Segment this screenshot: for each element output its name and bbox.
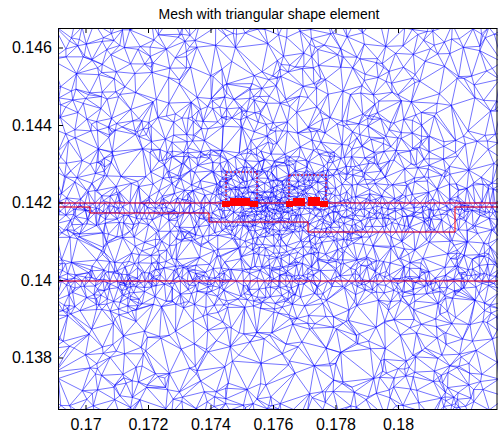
tick-mark (58, 125, 63, 126)
tick-mark (336, 28, 337, 33)
tick-mark (211, 405, 212, 410)
tick-mark (86, 28, 87, 33)
y-tick-label: 0.138 (0, 350, 52, 366)
tick-mark (58, 48, 63, 49)
triangular-mesh (58, 28, 498, 410)
y-tick-label: 0.146 (0, 40, 52, 56)
axes (58, 28, 497, 410)
conductor-block (293, 198, 305, 206)
tick-mark (58, 280, 63, 281)
x-tick-label: 0.174 (176, 417, 246, 433)
dotted-box (289, 175, 326, 205)
boundary-line (58, 280, 498, 281)
conductor-block (230, 198, 250, 206)
x-tick-label: 0.18 (364, 417, 434, 433)
conductor-block (286, 201, 293, 207)
step-outline (58, 207, 498, 232)
tick-mark (86, 405, 87, 410)
tick-mark (58, 203, 63, 204)
y-tick-label: 0.142 (0, 195, 52, 211)
y-tick-label: 0.144 (0, 118, 52, 134)
y-tick-label: 0.14 (0, 273, 52, 289)
axes-box (59, 29, 498, 410)
tick-mark (58, 358, 63, 359)
conductor-block (222, 201, 230, 207)
tick-mark (148, 405, 149, 410)
tick-mark (398, 28, 399, 33)
chart-title: Mesh with triangular shape element (0, 7, 498, 21)
tick-mark (211, 28, 212, 33)
x-tick-label: 0.176 (239, 417, 309, 433)
tick-mark (273, 28, 274, 33)
boundary-line (58, 202, 498, 203)
conductor-block (250, 201, 258, 207)
tick-mark (148, 28, 149, 33)
tick-mark (273, 405, 274, 410)
conductor-block (308, 197, 320, 206)
tick-mark (398, 405, 399, 410)
mesh-edges (58, 28, 498, 410)
x-tick-label: 0.178 (301, 417, 371, 433)
x-tick-label: 0.17 (51, 417, 121, 433)
conductor-block (320, 201, 328, 207)
tick-mark (336, 405, 337, 410)
dotted-box (226, 172, 257, 205)
x-tick-label: 0.172 (114, 417, 184, 433)
geometry-outline (58, 172, 498, 281)
